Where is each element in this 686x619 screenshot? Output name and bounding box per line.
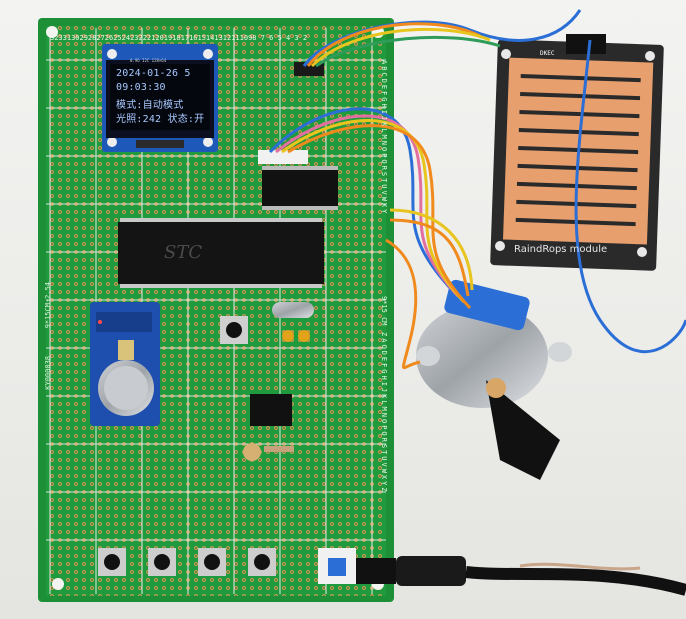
key-button-3[interactable]: [198, 548, 226, 576]
mcu-label: STC: [164, 242, 203, 263]
ic-upper: [258, 150, 338, 210]
button-row: [98, 548, 276, 576]
stepper-motor: [416, 279, 572, 480]
board-top-digits: 3233130292827262524232221201918171615141…: [50, 34, 308, 42]
board-right-size-label: 9*15 CM: [380, 296, 388, 326]
oled-time: 09:03:30: [116, 82, 166, 93]
reset-button[interactable]: [220, 316, 248, 344]
rain-sensor-label: RaindRops module: [514, 244, 608, 255]
oled-module: [102, 44, 218, 152]
oled-mode: 模式:自动模式: [116, 100, 184, 111]
key-button-4[interactable]: [248, 548, 276, 576]
key-button-1[interactable]: [98, 548, 126, 576]
rtc-module: [90, 302, 160, 426]
oled-date: 2024-01-26 5: [116, 68, 191, 79]
mcu-chip: [118, 218, 324, 288]
board-right-letters-top: ABCDEFGHIJKLMNOPQRSTUVWXY: [380, 60, 388, 216]
photoresistor: [243, 443, 294, 461]
dc-power-cable: [356, 556, 686, 596]
board-model-label: KY000038: [44, 356, 52, 390]
board-right-letters-bottom: ZACDEFGHIJKLMNOPQRSTUVWXYZ: [380, 332, 388, 494]
jumper-wires: [268, 9, 686, 370]
crystal-oscillator: [272, 302, 314, 342]
board-size-label: 9*15CM-2.54: [44, 282, 52, 329]
key-button-2[interactable]: [148, 548, 176, 576]
rain-sensor-code: DKEC: [540, 50, 555, 57]
power-switch[interactable]: [318, 548, 356, 584]
oled-header-text: 0.96 I2C 128×64: [130, 58, 167, 63]
oled-light-status: 光照:242 状态:开: [116, 114, 205, 125]
ic-lower: [250, 394, 292, 426]
